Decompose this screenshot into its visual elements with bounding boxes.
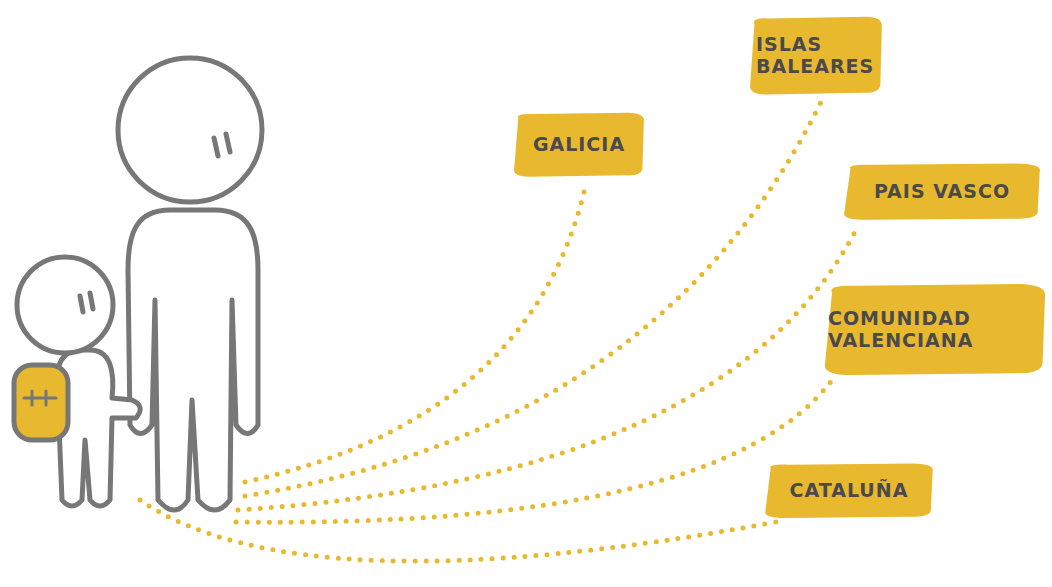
adult-figure <box>118 58 262 510</box>
region-label: PAIS VASCO <box>874 181 1010 203</box>
region-tag: CATALUÑA <box>760 463 938 519</box>
tag-fill <box>844 164 1040 220</box>
tag-fill <box>825 284 1045 375</box>
child-eyes <box>80 293 93 312</box>
region-tag: ISLAS BALEARES <box>746 16 886 96</box>
backpack <box>14 365 68 440</box>
adult-eyes <box>214 134 230 156</box>
tag-fill <box>765 464 933 518</box>
region-tag: COMUNIDAD VALENCIANA <box>818 283 1052 377</box>
region-tag: GALICIA <box>510 112 648 178</box>
backpack-straps <box>24 391 56 405</box>
dotted-path <box>238 226 858 510</box>
tag-fill <box>750 17 882 95</box>
dotted-path <box>245 188 585 482</box>
region-tag: PAIS VASCO <box>838 163 1046 221</box>
region-label: COMUNIDAD VALENCIANA <box>828 308 1042 352</box>
dotted-path <box>245 100 822 496</box>
adult-head <box>118 58 262 202</box>
dotted-path <box>140 500 776 561</box>
child-figure <box>14 257 140 506</box>
tag-fill <box>514 113 644 177</box>
dotted-path <box>236 380 832 522</box>
region-label: ISLAS BALEARES <box>756 34 876 78</box>
adult-body <box>128 210 258 510</box>
region-label: CATALUÑA <box>790 480 909 502</box>
region-label: GALICIA <box>533 134 625 156</box>
child-head <box>17 257 113 353</box>
